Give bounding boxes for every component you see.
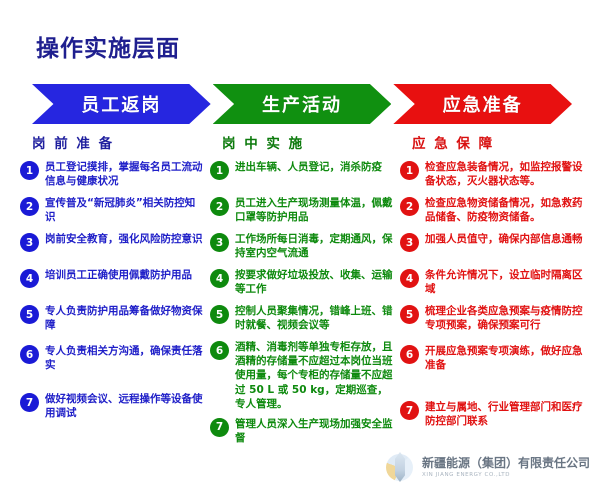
list-item-number: 7 [210,417,229,437]
column-on-post-implementation: 岗 中 实 施 1 进出车辆、人员登记，消杀防疫 2 员工进入生产现场测量体温，… [210,132,395,453]
list-item-text: 员工进入生产现场测量体温，佩戴口罩等防护用品 [235,197,393,224]
list-item-number: 5 [210,305,229,324]
company-name-cn: 新疆能源（集团）有限责任公司 [421,456,590,471]
list-item: 3 工作场所每日消毒，定期通风，保持室内空气流通 [210,232,395,262]
list-item: 7 做好视频会议、远程操作等设备使用调试 [20,392,205,422]
list-item: 4 按要求做好垃圾投放、收集、运输等工作 [210,268,395,298]
list-item-text: 宣传普及“新冠肺炎”相关防控知识 [45,197,196,224]
list-item: 2 员工进入生产现场测量体温，佩戴口罩等防护用品 [210,196,395,226]
list-item: 5 梳理企业各类应急预案与疫情防控专项预案，确保预案可行 [400,304,588,334]
list-item-text: 管理人员深入生产现场加强安全监督 [235,417,393,445]
list-item: 2 宣传普及“新冠肺炎”相关防控知识 [20,196,205,226]
list-item-text: 检查应急装备情况，如监控报警设备状态，灭火器状态等。 [425,161,583,188]
list-item-number: 7 [400,401,419,420]
list-item-text: 做好视频会议、远程操作等设备使用调试 [45,393,203,420]
list-item-number: 6 [400,345,419,364]
list-item-text: 按要求做好垃圾投放、收集、运输等工作 [235,269,393,296]
list-item-text: 检查应急物资储备情况，如急救药品储备、防疫物资储备。 [425,197,583,224]
list-item-number: 6 [20,345,39,364]
column-1-list: 1 员工登记摸排，掌握每名员工流动信息与健康状况 2 宣传普及“新冠肺炎”相关防… [20,160,205,422]
banner-step-3-label: 应急准备 [442,95,523,116]
column-1-heading: 岗 前 准 备 [32,136,115,152]
list-item-text: 条件允许情况下，设立临时隔离区域 [425,269,583,296]
list-item-text: 员工登记摸排，掌握每名员工流动信息与健康状况 [45,161,203,188]
list-item: 2 检查应急物资储备情况，如急救药品储备、防疫物资储备。 [400,196,588,226]
list-item: 6 专人负责相关方沟通，确保责任落实 [20,344,205,374]
list-item: 4 培训员工正确使用佩戴防护用品 [20,268,205,298]
banner-step-1[interactable]: 员工返岗 [32,84,211,124]
list-item-number: 3 [20,233,39,252]
banner-step-3[interactable]: 应急准备 [393,84,573,124]
list-item-number: 2 [20,197,39,216]
list-item: 3 岗前安全教育，强化风险防控意识 [20,232,205,262]
banner-step-1-label: 员工返岗 [81,95,162,116]
list-item: 3 加强人员值守，确保内部信息通畅 [400,232,588,262]
list-item-number: 1 [210,161,229,180]
list-item-number: 1 [400,161,419,180]
list-item-number: 4 [20,269,39,288]
list-item: 6 酒精、消毒剂等单独专柜存放，且酒精的存储量不应超过本岗位当班使用量，每个专柜… [210,340,395,411]
list-item-text: 建立与属地、行业管理部门和医疗防控部门联系 [425,401,583,428]
banner-step-2-label: 生产活动 [262,95,342,116]
footer-watermark: 新疆能源（集团）有限责任公司 XIN JIANG ENERGY CO.,LTD [385,452,590,484]
list-item-text: 控制人员聚集情况，错峰上班、错时就餐、视频会议等 [235,305,393,332]
company-name-block: 新疆能源（集团）有限责任公司 XIN JIANG ENERGY CO.,LTD [421,456,590,479]
list-item: 5 专人负责防护用品筹备做好物资保障 [20,304,205,334]
list-item: 7 建立与属地、行业管理部门和医疗防控部门联系 [400,400,588,430]
logo-tower-shape [394,452,405,482]
list-item-text: 培训员工正确使用佩戴防护用品 [45,269,192,281]
list-item-text: 工作场所每日消毒，定期通风，保持室内空气流通 [235,233,393,260]
list-item-number: 5 [400,305,419,324]
page-title: 操作实施层面 [36,36,180,62]
list-item-number: 3 [400,233,419,252]
column-emergency-assurance: 应 急 保 障 1 检查应急装备情况，如监控报警设备状态，灭火器状态等。 2 检… [400,132,588,453]
list-item: 5 控制人员聚集情况，错峰上班、错时就餐、视频会议等 [210,304,395,334]
list-item-text: 专人负责防护用品筹备做好物资保障 [45,305,203,332]
list-item: 1 员工登记摸排，掌握每名员工流动信息与健康状况 [20,160,205,190]
list-item-number: 6 [210,341,229,360]
list-item: 1 进出车辆、人员登记，消杀防疫 [210,160,395,190]
column-2-heading: 岗 中 实 施 [222,136,305,152]
list-item: 1 检查应急装备情况，如监控报警设备状态，灭火器状态等。 [400,160,588,190]
column-3-heading: 应 急 保 障 [412,136,495,152]
list-item-number: 2 [400,197,419,216]
list-item: 4 条件允许情况下，设立临时隔离区域 [400,268,588,298]
list-item-number: 4 [210,269,229,288]
company-logo-icon [385,452,415,484]
column-3-list: 1 检查应急装备情况，如监控报警设备状态，灭火器状态等。 2 检查应急物资储备情… [400,160,588,430]
column-pre-post-preparation: 岗 前 准 备 1 员工登记摸排，掌握每名员工流动信息与健康状况 2 宣传普及“… [20,132,205,453]
list-item-number: 4 [400,269,419,288]
process-banner: 员工返岗 生产活动 应急准备 [32,84,573,124]
list-item-text: 梳理企业各类应急预案与疫情防控专项预案，确保预案可行 [425,305,583,332]
list-item: 7 管理人员深入生产现场加强安全监督 [210,417,395,447]
content-columns: 岗 前 准 备 1 员工登记摸排，掌握每名员工流动信息与健康状况 2 宣传普及“… [20,132,588,453]
column-2-list: 1 进出车辆、人员登记，消杀防疫 2 员工进入生产现场测量体温，佩戴口罩等防护用… [210,160,395,447]
banner-step-2[interactable]: 生产活动 [212,84,392,124]
list-item: 6 开展应急预案专项演练，做好应急准备 [400,344,588,374]
list-item-text: 酒精、消毒剂等单独专柜存放，且酒精的存储量不应超过本岗位当班使用量，每个专柜的存… [235,341,393,410]
company-name-en: XIN JIANG ENERGY CO.,LTD [421,472,511,479]
list-item-number: 3 [210,233,229,252]
list-item-text: 开展应急预案专项演练，做好应急准备 [425,345,583,372]
list-item-number: 1 [20,161,39,180]
list-item-text: 岗前安全教育，强化风险防控意识 [45,233,203,245]
list-item-text: 加强人员值守，确保内部信息通畅 [425,233,583,245]
list-item-number: 2 [210,197,229,216]
list-item-text: 专人负责相关方沟通，确保责任落实 [45,345,203,372]
list-item-text: 进出车辆、人员登记，消杀防疫 [235,161,382,173]
list-item-number: 7 [20,393,39,412]
list-item-number: 5 [20,305,39,324]
